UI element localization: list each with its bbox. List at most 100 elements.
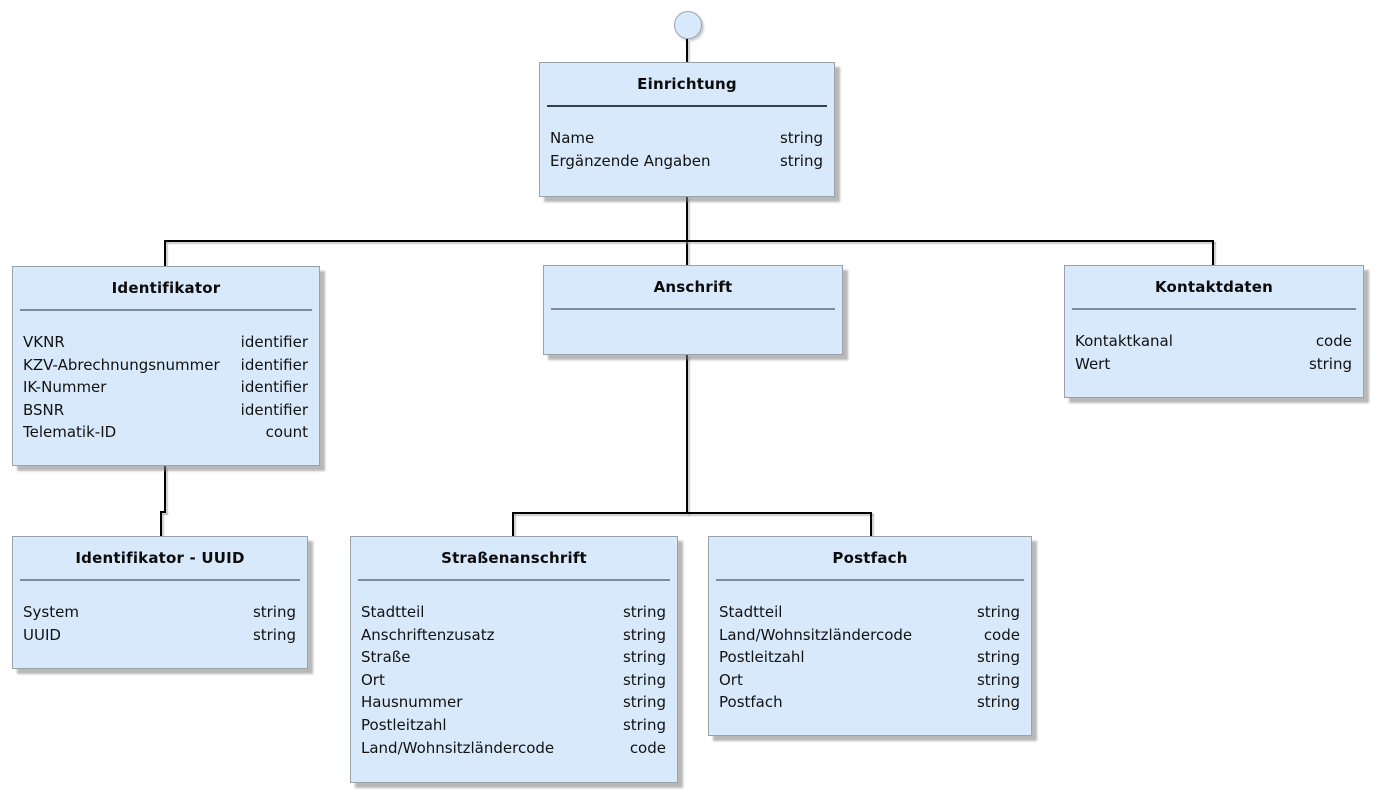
field-name: VKNR [23,333,65,351]
field-name: Kontaktkanal [1075,332,1173,350]
field-row: Anschriftenzusatz string [361,624,666,647]
field-row: UUID string [23,624,296,647]
field-type: string [976,648,1020,667]
edge-drop-kontaktdaten [1212,240,1214,266]
entity-fields [544,310,842,330]
field-row: Land/Wohnsitzländercode code [719,624,1020,647]
field-row: Postfach string [719,691,1020,714]
field-type: code [983,625,1020,644]
field-name: IK-Nummer [23,378,107,397]
field-name: Name [550,129,595,147]
field-row: Wert string [1075,353,1352,376]
field-row: Stadtteil string [361,601,666,624]
entity-title: Identifikator [111,279,221,297]
field-name: Stadtteil [361,603,425,621]
entity-title: Straßenanschrift [441,549,587,567]
field-type: string [252,625,296,644]
title-separator [20,579,300,581]
field-type: identifier [240,400,308,419]
field-type: string [976,693,1020,712]
field-type: string [976,670,1020,689]
field-name: Postleitzahl [719,648,805,667]
field-row: Postleitzahl string [719,646,1020,669]
field-type: string [622,648,666,667]
field-row: Ergänzende Angaben string [550,150,823,173]
edge-identifikator-down [164,466,166,513]
field-row: Ort string [719,669,1020,692]
field-row: Kontaktkanal code [1075,330,1352,353]
title-separator [547,105,827,107]
entity-title: Identifikator - UUID [75,549,245,567]
edge-drop-identifikator-uuid [160,511,162,536]
field-type: string [622,715,666,734]
field-type: string [1308,354,1352,373]
root-anchor-circle [674,11,702,39]
field-type: code [1315,332,1352,350]
field-type: string [779,129,823,147]
field-type: code [629,738,666,757]
title-separator [358,579,670,581]
entity-title: Postfach [832,549,908,567]
field-name: Straße [361,648,411,667]
field-name: System [23,603,79,621]
field-row: IK-Nummer identifier [23,376,308,399]
field-row: Postleitzahl string [361,714,666,737]
field-row: Land/Wohnsitzländercode code [361,737,666,760]
field-name: Telematik-ID [23,423,117,442]
field-row: Ort string [361,669,666,692]
edge-anschrift-down [686,355,688,514]
edge-bus-anschrift-children [512,512,872,514]
title-separator [20,309,312,311]
edge-einrichtung-down [686,197,688,266]
field-row: BSNR identifier [23,399,308,422]
field-name: Ort [719,670,743,689]
field-name: Wert [1075,354,1111,373]
edge-drop-identifikator [164,240,166,266]
field-type: count [265,423,308,442]
edge-bus-einrichtung-children [164,240,1214,242]
field-type: identifier [240,333,308,351]
field-name: Postfach [719,693,783,712]
field-type: string [622,670,666,689]
field-name: KZV-Abrechnungsnummer [23,355,220,374]
field-type: identifier [240,378,308,397]
edge-identifikator-jog [160,511,166,513]
field-type: string [622,603,666,621]
edge-drop-strassenanschrift [512,512,514,536]
edge-drop-postfach [870,512,872,536]
field-name: Postleitzahl [361,715,447,734]
field-name: UUID [23,625,61,644]
field-name: Hausnummer [361,693,463,712]
field-name: Land/Wohnsitzländercode [361,738,555,757]
field-type: string [976,603,1020,621]
field-name: Land/Wohnsitzländercode [719,625,913,644]
field-type: identifier [240,355,308,374]
entity-title: Kontaktdaten [1154,278,1274,296]
field-name: Ort [361,670,385,689]
field-row: Telematik-ID count [23,421,308,444]
field-type: string [622,625,666,644]
field-row: Straße string [361,646,666,669]
title-separator [551,308,835,310]
field-name: Anschriftenzusatz [361,625,495,644]
edge-root-to-einrichtung [686,39,688,63]
field-row: KZV-Abrechnungsnummer identifier [23,354,308,377]
entity-box-anschrift[interactable]: Anschrift [543,265,843,355]
field-name: BSNR [23,400,65,419]
field-row: Name string [550,127,823,150]
field-name: Ergänzende Angaben [550,151,711,170]
field-type: string [779,151,823,170]
entity-title: Einrichtung [637,75,737,93]
